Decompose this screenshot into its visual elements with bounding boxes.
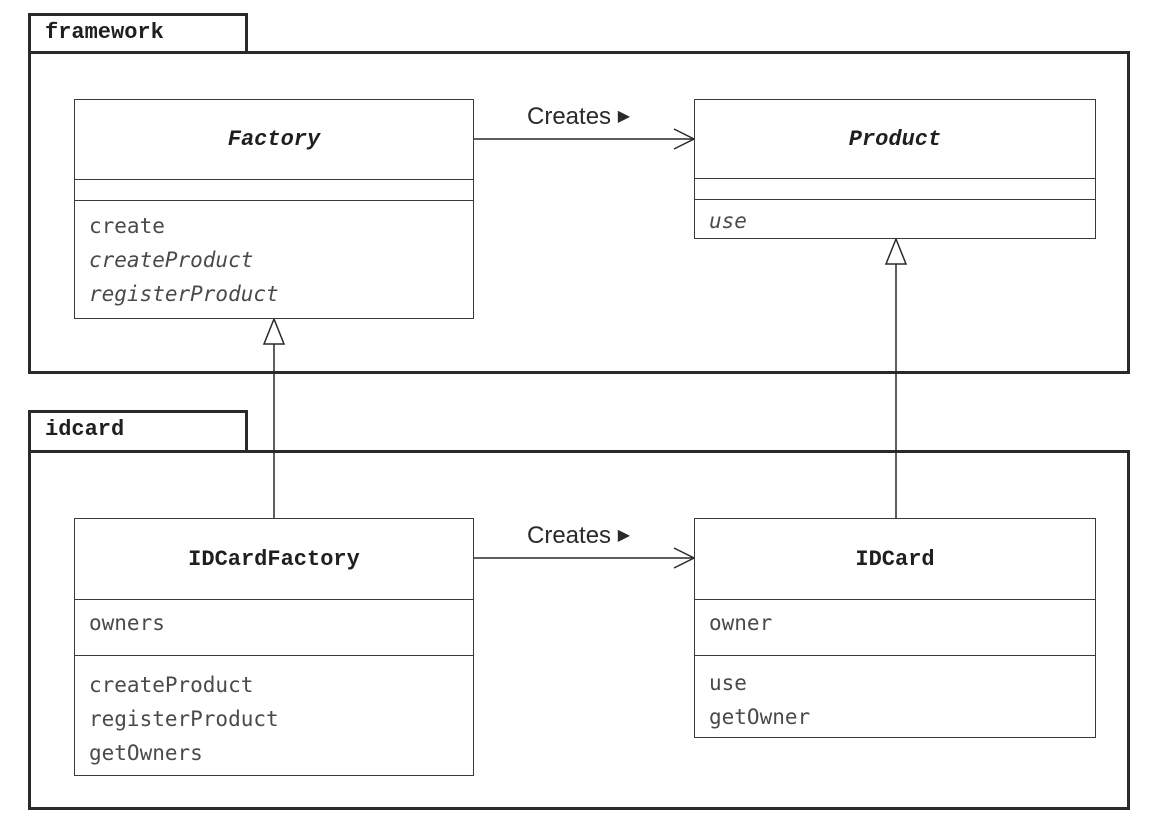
class-fields-product — [695, 179, 1095, 200]
class-name-idcard: IDCard — [695, 519, 1095, 600]
method-registerProduct: registerProduct — [89, 282, 279, 306]
class-methods-factory: create createProduct registerProduct — [75, 201, 473, 318]
class-idcard: IDCard owner use getOwner — [694, 518, 1096, 738]
method-registerProduct: registerProduct — [89, 707, 279, 731]
association-arrow-idcardfactory-idcard — [474, 547, 696, 569]
method-createProduct: createProduct — [89, 673, 254, 697]
class-name-product: Product — [695, 100, 1095, 180]
generalization-arrow-idcardfactory-factory — [262, 316, 286, 518]
class-fields-idcardfactory: owners — [75, 600, 473, 656]
method-getOwners: getOwners — [89, 741, 203, 765]
package-tab-framework: framework — [28, 13, 248, 53]
method-use: use — [709, 671, 747, 695]
class-methods-idcard: use getOwner — [695, 656, 1095, 737]
method-create: create — [89, 214, 165, 238]
association-label-bottom: Creates ▶ — [527, 522, 630, 550]
class-name-idcardfactory: IDCardFactory — [75, 519, 473, 600]
association-arrow-factory-product — [474, 128, 696, 150]
method-use: use — [709, 209, 747, 233]
class-methods-idcardfactory: createProduct registerProduct getOwners — [75, 656, 473, 775]
association-label-top: Creates ▶ — [527, 103, 630, 131]
association-label-text: Creates — [527, 103, 612, 130]
association-label-text: Creates — [527, 522, 612, 549]
field-owners: owners — [89, 611, 165, 635]
package-tab-idcard: idcard — [28, 410, 248, 452]
package-name-idcard: idcard — [45, 417, 125, 442]
field-owner: owner — [709, 611, 773, 635]
class-product: Product use — [694, 99, 1096, 239]
package-name-framework: framework — [45, 20, 164, 45]
class-methods-product: use — [695, 200, 1095, 238]
class-idcardfactory: IDCardFactory owners createProduct regis… — [74, 518, 474, 776]
method-getOwner: getOwner — [709, 705, 811, 729]
direction-marker-icon: ▶ — [617, 527, 631, 544]
class-fields-idcard: owner — [695, 600, 1095, 656]
generalization-arrow-idcard-product — [884, 236, 908, 518]
direction-marker-icon: ▶ — [617, 108, 631, 125]
class-name-factory: Factory — [75, 100, 473, 180]
class-factory: Factory create createProduct registerPro… — [74, 99, 474, 319]
method-createProduct: createProduct — [89, 248, 254, 272]
class-fields-factory — [75, 180, 473, 201]
